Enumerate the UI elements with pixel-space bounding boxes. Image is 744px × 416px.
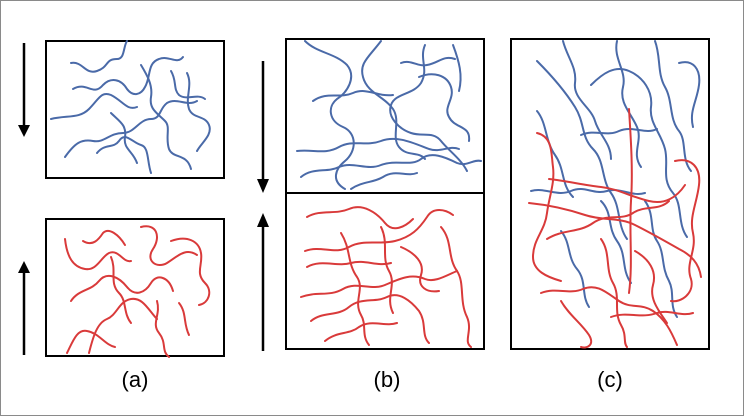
blue-strands-b bbox=[296, 40, 482, 190]
panel-c-label: (c) bbox=[597, 367, 623, 392]
red-strands-b bbox=[300, 206, 472, 348]
arrowhead-up-a bbox=[18, 261, 30, 273]
arrowhead-down-a bbox=[18, 125, 30, 137]
red-strands-c bbox=[528, 108, 702, 349]
panel-b: (b) bbox=[257, 38, 485, 392]
red-strands-a bbox=[64, 225, 211, 358]
arrowhead-down-b bbox=[257, 179, 269, 193]
panel-c: (c) bbox=[510, 38, 710, 392]
box-c bbox=[510, 38, 710, 350]
panel-a: (a) bbox=[18, 40, 225, 392]
panel-b-label: (b) bbox=[374, 367, 401, 392]
blue-strands-a bbox=[50, 40, 211, 174]
arrowhead-up-b bbox=[257, 213, 269, 227]
panel-a-label: (a) bbox=[122, 367, 149, 392]
box-a-bottom bbox=[45, 218, 225, 357]
